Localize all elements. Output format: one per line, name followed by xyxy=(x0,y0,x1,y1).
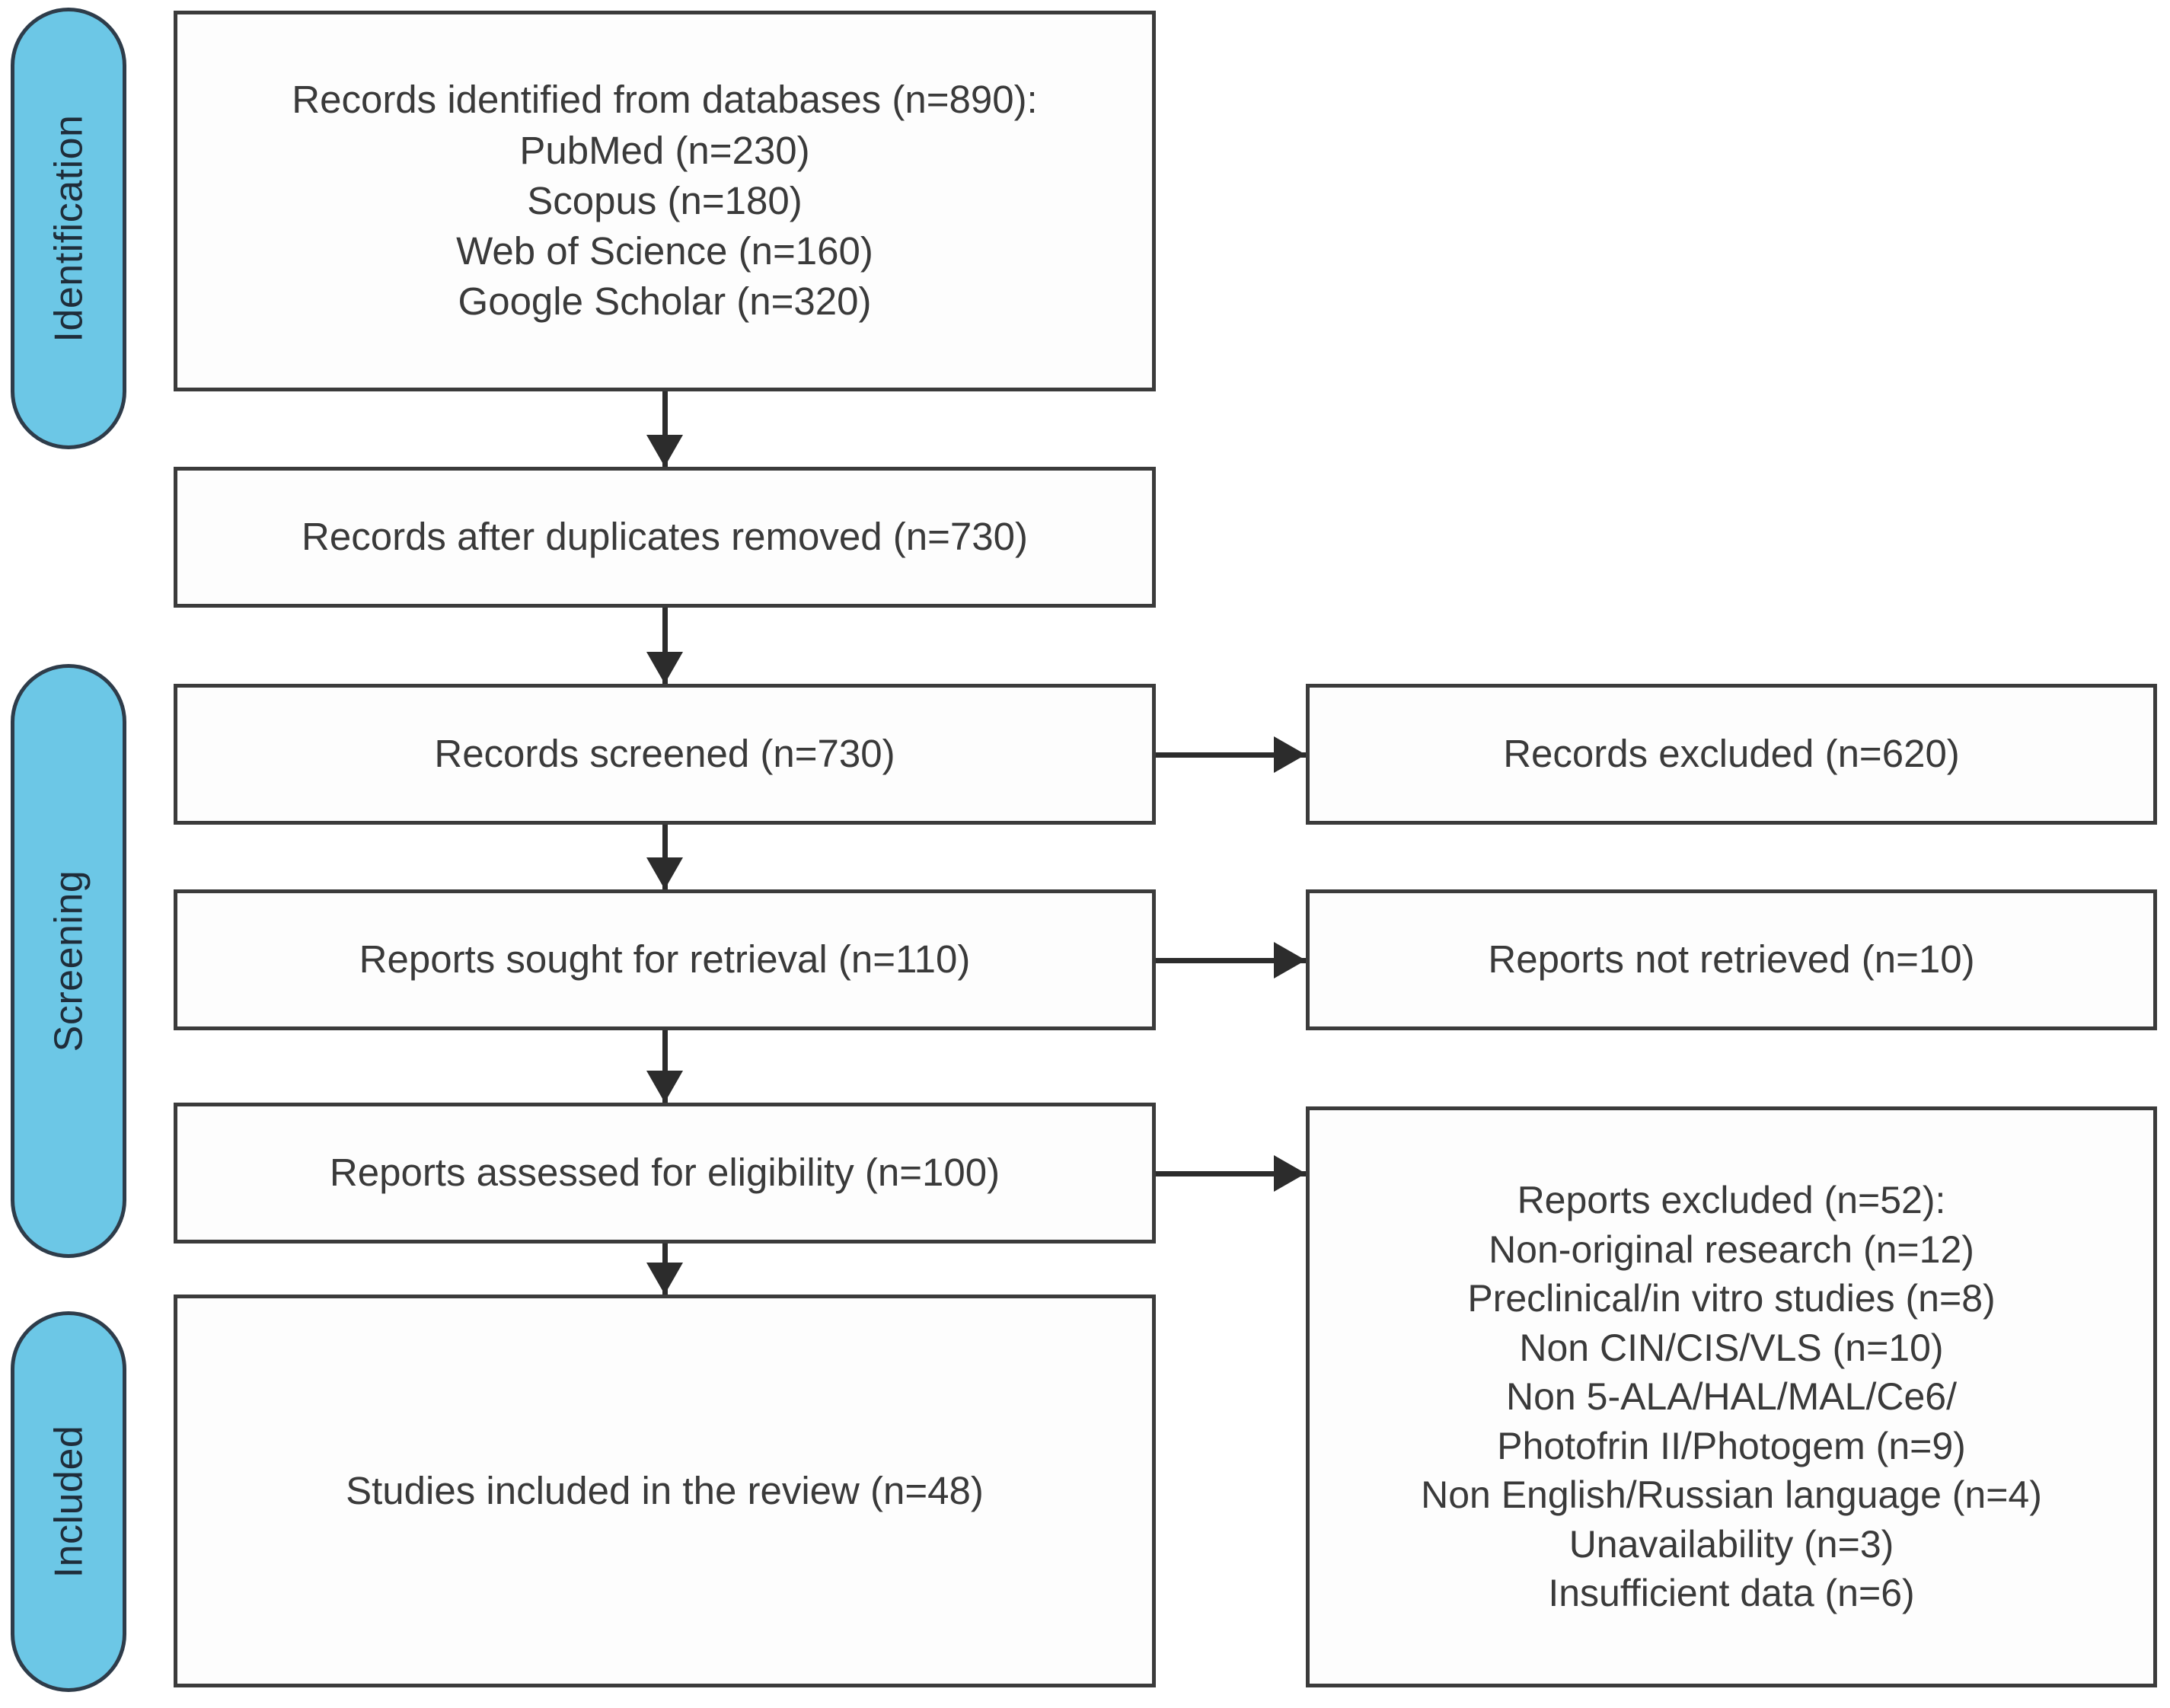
arrow-shaft xyxy=(662,391,668,467)
box-reports-sought-for-retrieval: Reports sought for retrieval (n=110) xyxy=(174,889,1156,1030)
arrow-shaft xyxy=(662,825,668,889)
stage-tab-identification: Identification xyxy=(11,8,126,449)
arrow-head-right-icon xyxy=(1274,1155,1306,1192)
arrow-shaft xyxy=(1156,1171,1306,1176)
box-records-excluded-text: Records excluded (n=620) xyxy=(1503,732,1960,776)
stage-tab-identification-label: Identification xyxy=(46,114,91,343)
arrow-head-right-icon xyxy=(1274,942,1306,979)
arrow-shaft xyxy=(1156,752,1306,758)
arrow-sought-to-assessed xyxy=(638,1030,691,1103)
arrow-head-down-icon xyxy=(646,857,683,889)
arrow-head-down-icon xyxy=(646,1263,683,1295)
stage-tab-included-label: Included xyxy=(46,1425,91,1579)
box-records-after-duplicates-removed: Records after duplicates removed (n=730) xyxy=(174,467,1156,608)
arrow-sought-to-not-retrieved xyxy=(1156,941,1306,979)
box-reports-not-retrieved-text: Reports not retrieved (n=10) xyxy=(1488,937,1975,982)
box-records-after-duplicates-removed-text: Records after duplicates removed (n=730) xyxy=(302,515,1028,559)
box-reports-excluded-with-reasons: Reports excluded (n=52): Non-original re… xyxy=(1306,1106,2157,1687)
stage-tab-screening: Screening xyxy=(11,664,126,1258)
stage-tab-screening-label: Screening xyxy=(46,870,91,1052)
arrow-head-right-icon xyxy=(1274,736,1306,773)
arrow-screened-to-sought xyxy=(638,825,691,889)
arrow-screened-to-records-excluded xyxy=(1156,736,1306,774)
arrow-identified-to-duplicates xyxy=(638,391,691,467)
box-reports-assessed-for-eligibility-text: Reports assessed for eligibility (n=100) xyxy=(329,1151,1000,1195)
box-records-screened-text: Records screened (n=730) xyxy=(434,732,895,776)
box-reports-excluded-with-reasons-text: Reports excluded (n=52): Non-original re… xyxy=(1421,1179,2042,1615)
arrow-shaft xyxy=(1156,958,1306,963)
arrow-head-down-icon xyxy=(646,1071,683,1103)
arrow-head-down-icon xyxy=(646,435,683,467)
arrow-shaft xyxy=(662,1030,668,1103)
arrow-head-down-icon xyxy=(646,652,683,684)
box-records-excluded: Records excluded (n=620) xyxy=(1306,684,2157,825)
arrow-assessed-to-reports-excluded xyxy=(1156,1154,1306,1192)
box-records-identified: Records identified from databases (n=890… xyxy=(174,11,1156,391)
box-studies-included-in-review-text: Studies included in the review (n=48) xyxy=(346,1468,984,1512)
box-reports-sought-for-retrieval-text: Reports sought for retrieval (n=110) xyxy=(359,937,971,982)
box-records-screened: Records screened (n=730) xyxy=(174,684,1156,825)
box-records-identified-text: Records identified from databases (n=890… xyxy=(292,78,1038,324)
box-studies-included-in-review: Studies included in the review (n=48) xyxy=(174,1295,1156,1687)
box-reports-assessed-for-eligibility: Reports assessed for eligibility (n=100) xyxy=(174,1103,1156,1243)
arrow-shaft xyxy=(662,608,668,684)
stage-tab-included: Included xyxy=(11,1311,126,1692)
box-reports-not-retrieved: Reports not retrieved (n=10) xyxy=(1306,889,2157,1030)
arrow-duplicates-to-screened xyxy=(638,608,691,684)
arrow-assessed-to-included xyxy=(638,1243,691,1295)
